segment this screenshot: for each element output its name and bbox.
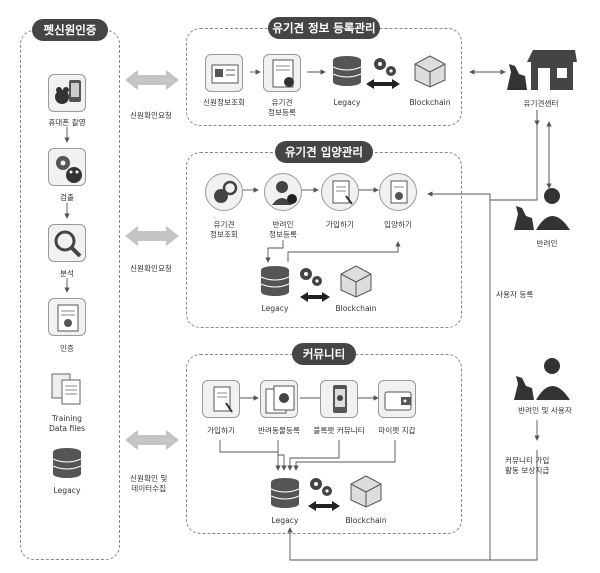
s1-gears-icon xyxy=(372,56,398,78)
s3-label-2: 블록펫 커뮤니티 xyxy=(313,426,365,435)
s3-label-0: 가입하기 xyxy=(207,426,235,435)
community-reward-label: 커뮤니티 가입 활동 보상지급 xyxy=(505,456,550,475)
owner-user-label: 반려인 및 사용자 xyxy=(518,406,572,415)
register-doc-icon xyxy=(263,54,301,92)
database-icon xyxy=(50,446,84,480)
signup-doc-icon xyxy=(321,173,359,211)
s1-label-1: 유기견 정보등록 xyxy=(268,98,296,117)
s3-label-3: 마이펫 지갑 xyxy=(378,426,416,435)
left-item-label-4: Training Data files xyxy=(48,414,86,433)
s2-label-2: 가입하기 xyxy=(326,220,354,229)
blockpet-community-icon xyxy=(320,380,358,418)
pet-register-icon xyxy=(260,380,298,418)
section-stray-registration-title: 유기견 정보 등록관리 xyxy=(268,17,380,39)
left-item-label-2: 분석 xyxy=(60,269,74,278)
magnifier-icon xyxy=(48,224,86,262)
stray-center-label: 유기견센터 xyxy=(523,99,559,108)
left-item-label-0: 휴대폰 촬영 xyxy=(48,118,86,127)
owner-icon xyxy=(512,186,574,230)
section-community-title: 커뮤니티 xyxy=(292,343,356,365)
pet-wallet-icon xyxy=(378,380,416,418)
stray-center-icon xyxy=(505,44,577,94)
left-item-label-3: 인증 xyxy=(60,344,74,353)
s3-blockchain-icon xyxy=(348,474,384,508)
s1-label-2: Legacy xyxy=(333,98,361,107)
pet-identity-title: 펫신원인증 xyxy=(32,19,108,41)
section-adoption-title: 유기견 입양관리 xyxy=(275,141,373,163)
stray-search-icon xyxy=(205,173,243,211)
s3-gears-icon xyxy=(308,476,334,498)
phone-photo-icon xyxy=(48,74,86,112)
certificate-icon xyxy=(48,298,86,336)
user-register-label: 사용자 등록 xyxy=(496,290,534,299)
s3-label-1: 반려동물등록 xyxy=(258,426,300,435)
side-label-2: 신원확인 및 데이터수집 xyxy=(130,474,168,493)
s1-label-0: 신원정보조회 xyxy=(203,98,245,107)
s2-label-3: 입양하기 xyxy=(384,220,412,229)
s1-blockchain-icon xyxy=(412,54,448,88)
side-label-1: 신원확인요청 xyxy=(130,264,172,273)
adoption-cert-icon xyxy=(379,173,417,211)
community-signup-icon xyxy=(202,380,240,418)
s2-label-0: 유기견 정보조회 xyxy=(210,220,238,239)
id-card-icon xyxy=(205,54,243,92)
s2-legacy-db-icon xyxy=(258,264,292,298)
s2-gears-icon xyxy=(298,266,324,288)
left-item-label-1: 검출 xyxy=(60,193,74,202)
s1-label-3: Blockchain xyxy=(409,98,451,107)
detect-gears-icon xyxy=(48,148,86,186)
side-label-0: 신원확인요청 xyxy=(130,111,172,120)
left-item-label-5: Legacy xyxy=(53,486,81,495)
training-files-icon xyxy=(48,372,86,406)
s2-blockchain-icon xyxy=(338,264,374,298)
owner-label: 반려인 xyxy=(536,239,558,248)
s2-label-1: 반려인 정보등록 xyxy=(269,220,297,239)
s2-bottom-label-1: Blockchain xyxy=(335,304,377,313)
s3-legacy-db-icon xyxy=(268,476,302,510)
s3-bottom-label-0: Legacy xyxy=(271,516,299,525)
owner-user-icon xyxy=(512,356,574,400)
s2-bottom-label-0: Legacy xyxy=(261,304,289,313)
s1-legacy-db-icon xyxy=(330,54,364,88)
owner-info-icon xyxy=(264,173,302,211)
s3-bottom-label-1: Blockchain xyxy=(345,516,387,525)
